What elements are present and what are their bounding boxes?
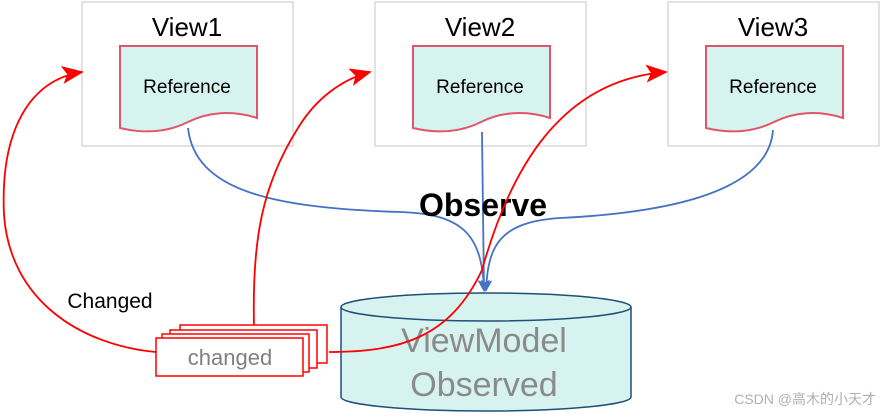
reference-label-1: Reference (143, 77, 231, 98)
changed-stack-label: changed (188, 345, 272, 370)
view2-box: View2 Reference (374, 1, 587, 147)
reference-doc-3 (705, 45, 844, 133)
reference-doc-1 (119, 45, 258, 133)
reference-label-2: Reference (436, 77, 524, 98)
view1-box: View1 Reference (81, 1, 294, 147)
observe-arrow-view3 (480, 129, 774, 292)
changed-arrow-view2 (252, 68, 372, 326)
reference-label-3: Reference (729, 77, 817, 98)
changed-arrows (2, 64, 668, 353)
changed-arrow-label: Changed (67, 290, 152, 313)
view3-box: View3 Reference (667, 1, 880, 147)
watermark: CSDN @高木的小天才 (734, 391, 876, 407)
observed-label: Observed (410, 366, 557, 404)
changed-arrow-view3 (328, 64, 668, 353)
viewmodel-cylinder: ViewModel Observed (340, 292, 632, 412)
reference-doc-2 (412, 45, 551, 133)
view3-title: View3 (738, 12, 808, 42)
observe-label: Observe (419, 187, 547, 223)
view1-title: View1 (152, 12, 222, 42)
changed-arrow-view1 (2, 66, 157, 353)
view2-title: View2 (445, 12, 515, 42)
viewmodel-label: ViewModel (401, 322, 567, 360)
changed-stack: changed (155, 324, 328, 377)
observe-arrow-view1 (187, 127, 490, 292)
